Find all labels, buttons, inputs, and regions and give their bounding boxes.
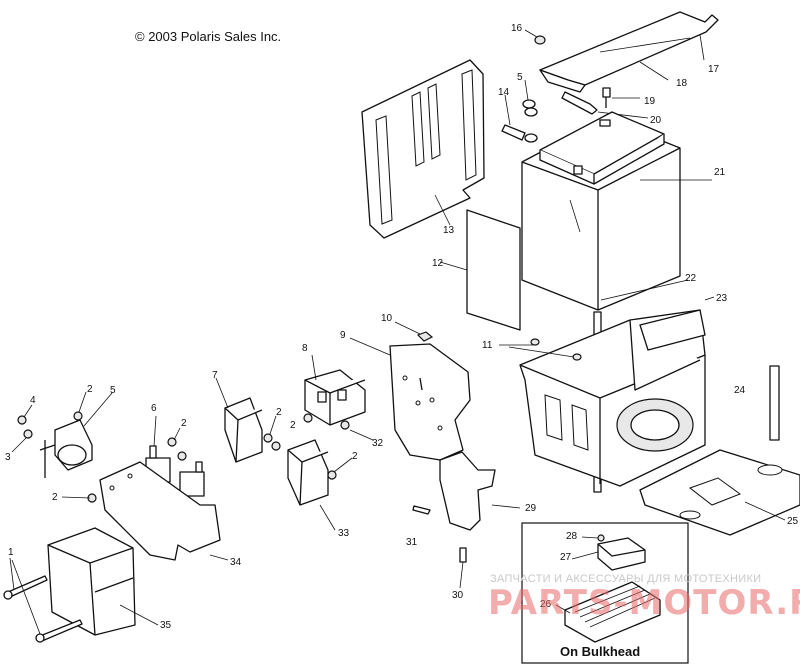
callout-13: 13: [443, 225, 455, 236]
callout-2-c: 2: [276, 407, 282, 418]
callout-7: 7: [212, 370, 218, 381]
callout-32: 32: [372, 438, 384, 449]
callout-22: 22: [685, 273, 697, 284]
fuse-box-35: [47, 527, 159, 636]
callout-11: 11: [482, 340, 493, 351]
foam-pad-12: [439, 209, 521, 331]
callout-17: 17: [708, 64, 720, 75]
callout-labels: 16 17 18 5 14 19 20 21 13 12 22 23 10 9 …: [5, 23, 799, 631]
callout-33: 33: [338, 528, 350, 539]
callout-6: 6: [151, 403, 157, 414]
battery-21: [521, 111, 712, 311]
callout-2-f: 2: [52, 492, 58, 503]
watermark-site: PARTS-MOTOR.RU: [488, 583, 800, 623]
washers-5: [522, 79, 538, 117]
control-module-7: [215, 377, 263, 463]
callout-18: 18: [676, 78, 688, 89]
callout-23: 23: [716, 293, 728, 304]
nut-16: [524, 29, 546, 45]
screws-32: [303, 413, 374, 441]
on-bulkhead-inset: [521, 522, 689, 664]
callout-26: 26: [540, 599, 552, 610]
callout-2-e: 2: [352, 451, 358, 462]
callout-2-a: 2: [87, 384, 93, 395]
nut-10: [394, 321, 434, 342]
pin-31: [412, 505, 431, 515]
callout-1: 1: [8, 547, 14, 558]
screws-11: [499, 338, 582, 361]
callout-31: 31: [406, 537, 418, 548]
bulkhead-bracket-9: [349, 337, 471, 461]
bolts-1: [3, 557, 83, 643]
callout-35: 35: [160, 620, 172, 631]
relay-block-8: [304, 354, 366, 426]
callout-20: 20: [650, 115, 662, 126]
callout-28: 28: [566, 531, 578, 542]
screws-3-4: [11, 404, 33, 453]
mounting-plate-25: [639, 449, 800, 536]
callout-2-d: 2: [290, 420, 296, 431]
callout-8: 8: [302, 343, 308, 354]
battery-cable-20: [561, 91, 649, 119]
inset-label: On Bulkhead: [560, 644, 640, 659]
callout-25: 25: [787, 516, 799, 527]
callout-30: 30: [452, 590, 464, 601]
watermark-tagline: ЗАПЧАСТИ И АКСЕССУАРЫ ДЛЯ МОТОТЕХНИКИ: [490, 573, 761, 585]
terminal-bolt-14: [501, 94, 538, 143]
nuts-2: [61, 391, 353, 503]
module-33: [287, 439, 336, 531]
callout-21: 21: [714, 167, 726, 178]
lower-bracket-29: [439, 451, 521, 531]
callout-12: 12: [432, 258, 444, 269]
clip-30: [459, 547, 467, 589]
callout-24: 24: [734, 385, 746, 396]
copyright-text: © 2003 Polaris Sales Inc.: [135, 29, 281, 44]
battery-cover-13: [361, 59, 485, 239]
callout-9: 9: [340, 330, 346, 341]
callout-5: 5: [110, 385, 116, 396]
callout-34: 34: [230, 557, 242, 568]
battery-box-23: [519, 296, 715, 487]
callout-29: 29: [525, 503, 537, 514]
callout-19: 19: [644, 96, 656, 107]
callout-16: 16: [511, 23, 523, 34]
callout-10: 10: [381, 313, 393, 324]
bolt-19: [602, 87, 640, 108]
callout-5-top: 5: [517, 72, 523, 83]
battery-hold-down-bracket: [539, 11, 719, 93]
callout-27: 27: [560, 552, 572, 563]
callout-3: 3: [5, 452, 11, 463]
callout-2-b: 2: [181, 418, 187, 429]
callout-4: 4: [30, 395, 36, 406]
relay-bracket-34: [99, 461, 229, 561]
callout-14: 14: [498, 87, 510, 98]
strip-24: [769, 365, 780, 441]
solenoid-5: [39, 392, 113, 478]
